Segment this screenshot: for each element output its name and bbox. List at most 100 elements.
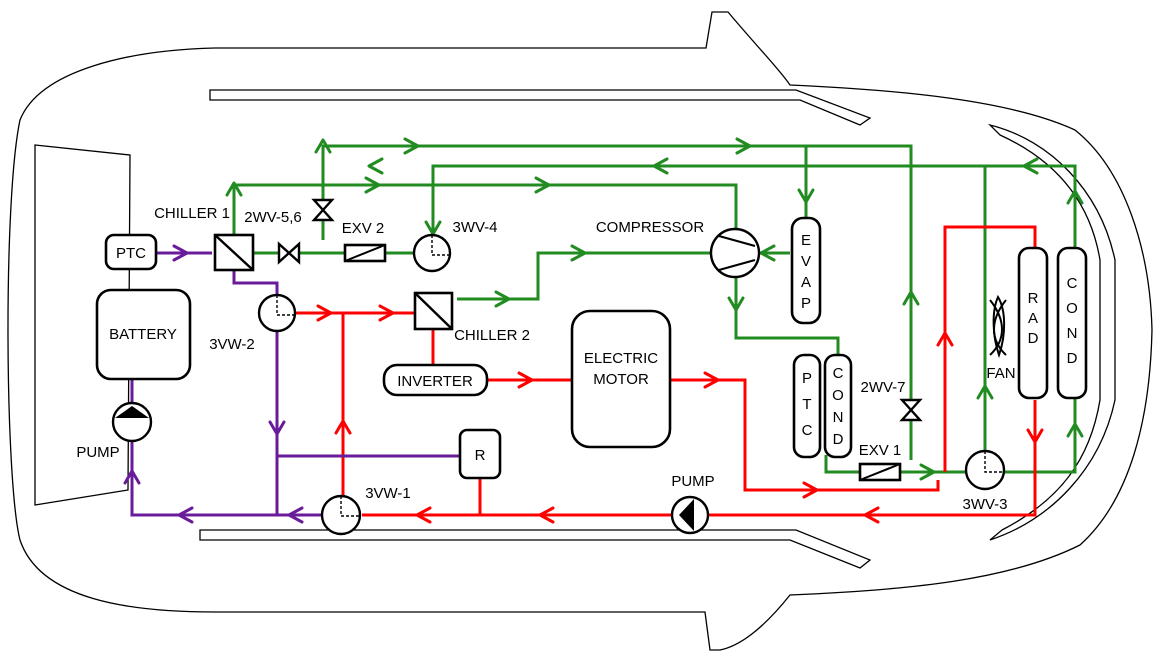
battery: BATTERY [95, 288, 192, 381]
arrow-purple [123, 469, 141, 485]
arrow-red [936, 331, 954, 347]
car-body-outline [7, 11, 1153, 651]
coolant-motor-out [670, 378, 940, 492]
arrow-green [919, 463, 936, 481]
valve-3vw-1: 3VW-1 [320, 485, 411, 536]
chiller-1: CHILLER 1 [154, 205, 255, 272]
reservoir-box [458, 428, 502, 480]
valve-3wv-4: 3WV-4 [412, 219, 498, 273]
ptc-right-box [792, 353, 822, 459]
coolant-to-rad [943, 225, 1037, 472]
refrigerant-cond-exv1 [824, 455, 860, 474]
arrow-green [759, 244, 776, 262]
exv1-diagonal [859, 463, 901, 481]
rad-letter-3: D [1028, 330, 1039, 347]
ptc-right-letter-3: C [802, 422, 813, 439]
car-roof-bottom [199, 529, 872, 569]
arrow-purple [287, 506, 304, 524]
motor-box [570, 309, 672, 449]
arrow-red [1026, 428, 1044, 444]
pump-left-icon [115, 406, 149, 418]
cold-coolant-lines [130, 251, 460, 517]
valve-2wv56-label: 2WV-5,6 [244, 209, 302, 226]
car-rear-window [34, 144, 131, 506]
motor-label-line1: ELECTRIC [584, 350, 658, 367]
arrow-red [378, 304, 395, 322]
arrow-red [802, 481, 819, 499]
bowtie-valve-icon [311, 198, 335, 222]
battery-box [95, 288, 192, 381]
pump-left: PUMP [76, 401, 153, 461]
ptc-right-letter-1: P [802, 370, 812, 387]
chiller2-diagonal [414, 292, 453, 330]
cond-inner-letter-3: N [833, 409, 844, 426]
arrow-green [225, 181, 243, 197]
chiller1-diagonal [214, 234, 254, 271]
bowtie-valve-icon [899, 398, 923, 422]
battery-label: BATTERY [109, 326, 177, 343]
compressor-label: COMPRESSOR [596, 219, 705, 236]
exv2-diagonal [344, 244, 386, 262]
arrow-green [735, 137, 752, 155]
arrow-purple [268, 420, 286, 436]
evap-letter-4: P [801, 295, 811, 312]
valve-3vw-2: 3VW-2 [209, 293, 297, 353]
arrow-green [367, 157, 384, 175]
valve-2wv56-vertical [311, 198, 335, 222]
fan: FAN [986, 294, 1016, 382]
evaporator: E V A P [790, 216, 822, 325]
2wv7-label: 2WV-7 [860, 379, 905, 396]
arrow-red [517, 371, 534, 389]
3vw1-dashes [340, 496, 360, 517]
rad-box [1017, 246, 1049, 400]
cond-inner-letter-2: O [832, 387, 844, 404]
pump-right: PUMP [670, 473, 715, 535]
pump-right-icon [679, 499, 694, 531]
arrow-green [534, 176, 551, 194]
cold-chiller1-3vw2 [232, 270, 279, 296]
chiller-2: CHILLER 2 [413, 291, 530, 344]
ptc-heater-right: P T C [792, 353, 822, 459]
arrow-green [364, 176, 381, 194]
car-roof-top [209, 89, 872, 126]
exv2-label: EXV 2 [342, 220, 385, 237]
evap-box [790, 216, 822, 325]
arrow-red [415, 506, 432, 524]
fan-blades-icon [989, 299, 1007, 356]
electric-motor: ELECTRIC MOTOR [570, 309, 672, 449]
refrigerant-compressor-cond [734, 276, 840, 375]
flow-arrows [123, 137, 1084, 524]
cond-outer-letter-2: O [1066, 300, 1078, 317]
coolant-rad-out [700, 400, 1037, 517]
arrow-green [902, 290, 920, 306]
arrow-purple [177, 506, 194, 524]
cond-outer-letter-4: D [1067, 350, 1078, 367]
arrow-green [570, 244, 587, 262]
inverter: INVERTER [382, 363, 489, 397]
arrow-purple [172, 244, 189, 262]
arrow-green [494, 290, 511, 308]
refrigerant-third-line [232, 183, 738, 240]
pump-right-label: PUMP [671, 473, 714, 490]
cond-inner-letter-1: C [833, 365, 844, 382]
condenser-inner: C O N D [823, 353, 853, 459]
arrow-green [1022, 157, 1039, 175]
cond-outer-box [1056, 246, 1088, 400]
radiator: R A D [1017, 246, 1049, 400]
compressor: COMPRESSOR [596, 219, 761, 279]
chiller2-label: CHILLER 2 [454, 327, 530, 344]
valve-3wv-3: 3WV-3 [962, 449, 1008, 513]
exv-1: EXV 1 [858, 442, 902, 482]
ptc-left-label: PTC [116, 245, 146, 262]
arrow-green [976, 384, 994, 400]
car-outline [7, 11, 1153, 651]
motor-label-line2: MOTOR [593, 371, 649, 388]
3vw2-dashes [276, 295, 295, 316]
refrigerant-chiller2-compressor [457, 251, 710, 301]
valve-2wv56-horizontal [277, 241, 301, 265]
compressor-icon [718, 234, 756, 272]
inverter-label: INVERTER [397, 373, 473, 390]
cond-inner-letter-4: D [833, 431, 844, 448]
bowtie-valve-icon [277, 241, 301, 265]
car-windshield [987, 123, 1116, 541]
